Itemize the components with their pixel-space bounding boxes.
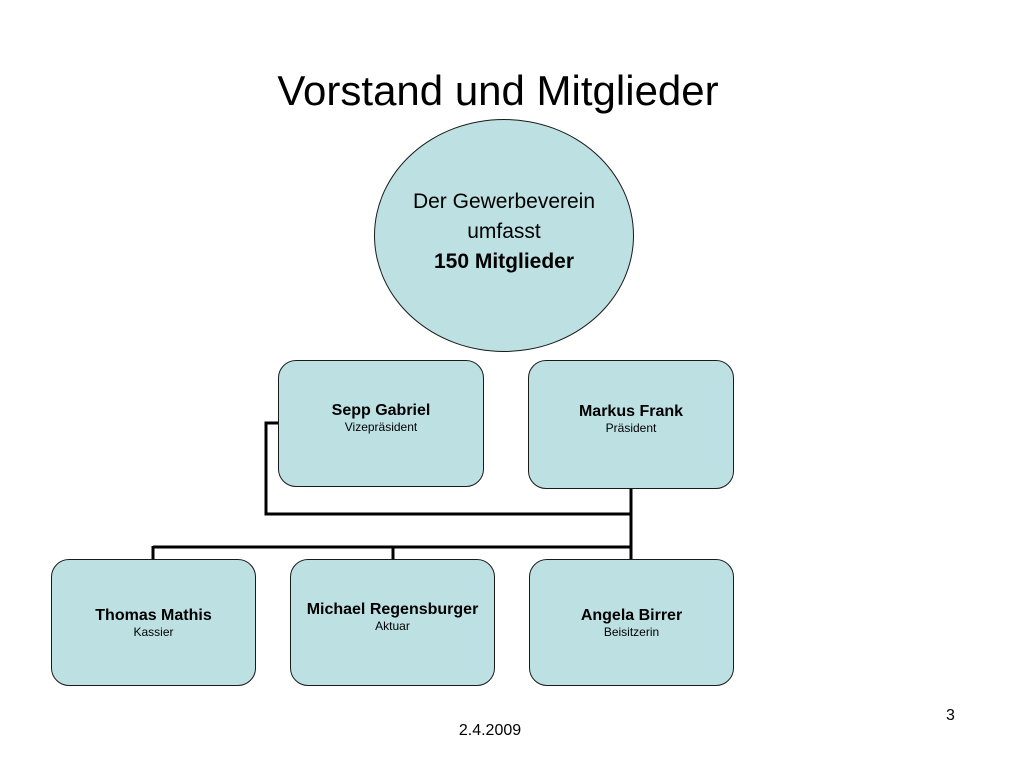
member-count: 150 Mitglieder: [433, 249, 575, 273]
node-michael-regensburger: Michael Regensburger Aktuar: [290, 559, 495, 686]
membership-circle: Der Gewerbeverein umfasst 150 Mitglieder: [374, 119, 634, 352]
node-sepp-gabriel: Sepp Gabriel Vizepräsident: [278, 360, 484, 487]
footer-date: 2.4.2009: [458, 722, 522, 739]
node-name: Sepp Gabriel: [331, 401, 431, 419]
slide-title: Vorstand und Mitglieder: [277, 67, 719, 114]
node-role: Aktuar: [375, 618, 410, 633]
node-thomas-mathis: Thomas Mathis Kassier: [51, 559, 256, 686]
circle-line-1: Der Gewerbeverein: [412, 189, 596, 213]
page-number: 3: [946, 707, 955, 724]
node-markus-frank: Markus Frank Präsident: [528, 360, 734, 489]
node-name: Markus Frank: [578, 402, 684, 420]
node-name: Thomas Mathis: [95, 606, 212, 624]
node-role: Präsident: [605, 420, 657, 435]
node-name: Angela Birrer: [580, 606, 683, 624]
connector-sepp: [264, 421, 631, 516]
node-role: Kassier: [133, 624, 174, 639]
node-role: Beisitzerin: [603, 624, 660, 639]
node-role: Vizepräsident: [344, 419, 418, 434]
circle-line-2: umfasst: [467, 219, 541, 243]
node-name: Michael Regensburger: [306, 600, 479, 618]
node-angela-birrer: Angela Birrer Beisitzerin: [529, 559, 734, 686]
